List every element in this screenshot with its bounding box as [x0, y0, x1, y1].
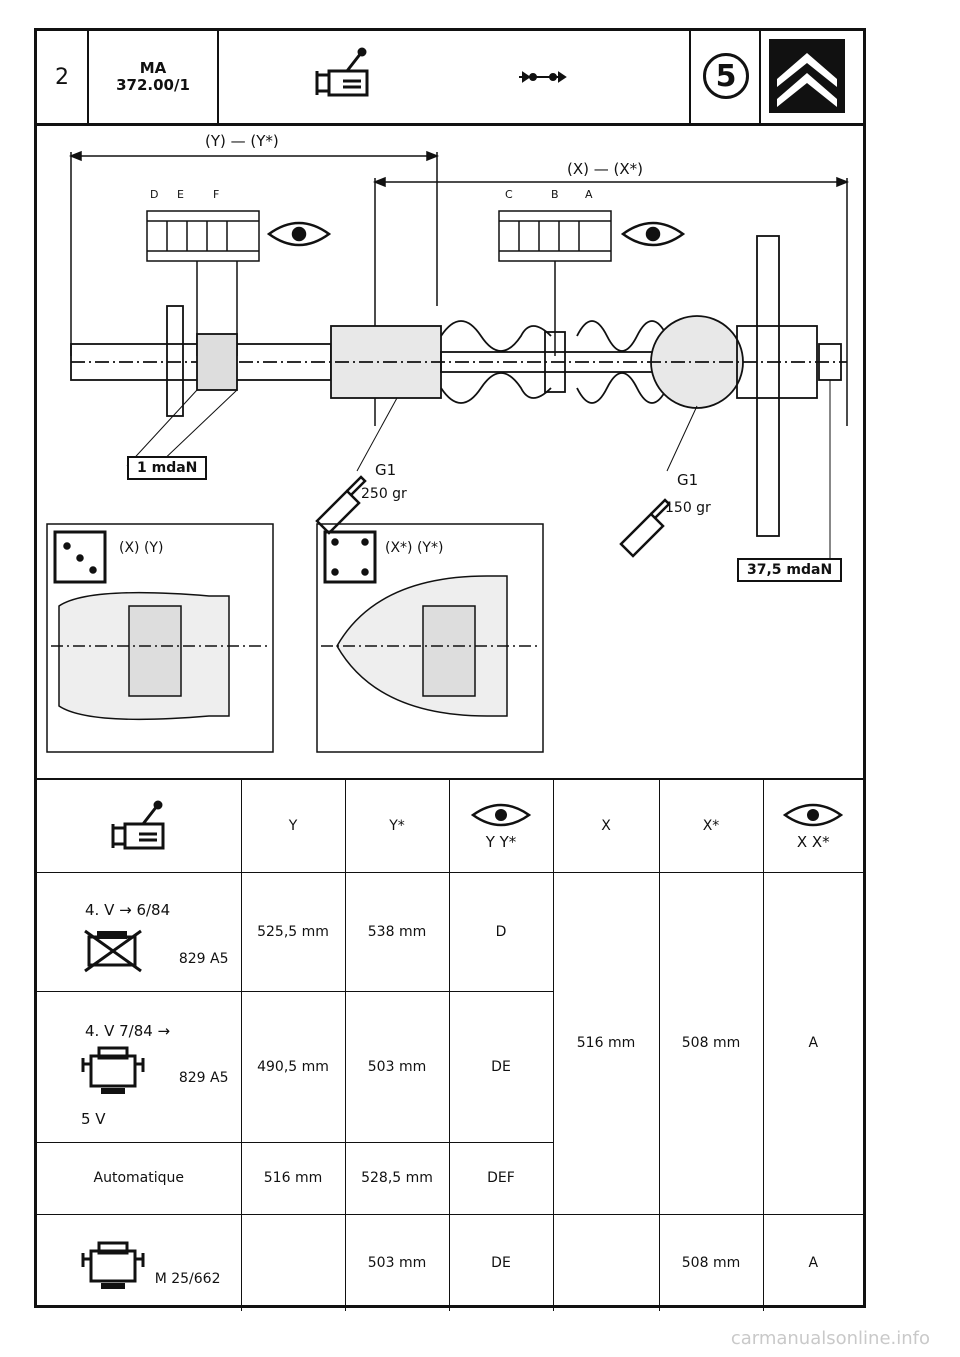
grease-qty-right: 150 gr — [665, 500, 711, 516]
grease-type-right: G1 — [677, 471, 699, 489]
table-row: Automatique 516 mm 528,5 mm DEF — [37, 1141, 863, 1215]
section-badge: 5 — [691, 31, 761, 123]
eye-icon-right — [620, 221, 686, 247]
gearbox-icon — [315, 47, 567, 97]
brand-logo-cell — [761, 31, 863, 123]
cell-y-star: 538 mm — [344, 871, 450, 992]
cell-y-eye: DE — [448, 1213, 554, 1311]
citroen-logo-icon — [769, 39, 845, 113]
cell-y-eye: DEF — [448, 1141, 553, 1215]
cell-y: 490,5 mm — [240, 990, 346, 1143]
driveshaft-drawing — [46, 150, 850, 753]
eye-icon — [470, 803, 532, 826]
engine-icon — [81, 1241, 145, 1289]
cell-y-star: 503 mm — [344, 1213, 450, 1311]
header-y-star: Y* — [344, 780, 450, 873]
letter-c: C — [505, 188, 513, 201]
engine-icon — [81, 1046, 145, 1094]
row-label-automatique: Automatique — [37, 1141, 242, 1215]
letter-b: B — [551, 188, 559, 201]
page-number: 2 — [37, 31, 89, 123]
detail-box-right — [316, 523, 544, 753]
header-x: X — [552, 780, 660, 873]
driveshaft-icon — [519, 71, 567, 83]
cell-x-eye: A — [762, 1213, 863, 1311]
detail-box-left — [46, 523, 274, 753]
cell-x-merged: 516 mm — [552, 871, 660, 1215]
topic-icons — [219, 31, 691, 123]
driveshaft-diagram: (Y) — (Y*) (X) — (X*) D E F C B A 1 mdaN… — [37, 126, 863, 780]
document-code: MA 372.00/1 — [89, 31, 219, 123]
detail-left-label: (X) (Y) — [119, 540, 164, 556]
watermark-text: carmanualsonline.info — [730, 1328, 930, 1349]
cell-y-eye: DE — [448, 990, 553, 1143]
header-y-eye: Y Y* — [448, 780, 554, 873]
torque-label-left: 1 mdaN — [127, 456, 208, 480]
header-x-star: X* — [658, 780, 764, 873]
row-label-m25: M 25/662 — [37, 1213, 242, 1311]
engine-crossed-icon — [84, 929, 142, 972]
gearbox-header-cell — [37, 780, 242, 873]
manual-page: 2 MA 372.00/1 5 — [34, 28, 866, 1311]
cell-x — [552, 1213, 660, 1311]
grease-type-left: G1 — [375, 461, 397, 479]
dimension-y-label: (Y) — (Y*) — [205, 132, 279, 150]
letter-d: D — [150, 188, 159, 201]
grease-tube-icon-left — [315, 475, 367, 535]
cell-x-eye-merged: A — [762, 871, 863, 1215]
letter-e: E — [177, 188, 184, 201]
gauge-right — [498, 210, 612, 356]
cell-x-star-merged: 508 mm — [658, 871, 764, 1215]
row-label-4v-early: 4. V → 6/84 829 A5 — [37, 871, 242, 992]
header-y: Y — [240, 780, 346, 873]
grease-qty-left: 250 gr — [361, 486, 407, 502]
table-header-row: Y Y* Y Y* X X* X X* — [37, 780, 863, 873]
cell-y: 516 mm — [240, 1141, 346, 1215]
cell-y-star: 503 mm — [344, 990, 450, 1143]
torque-label-right: 37,5 mdaN — [737, 558, 843, 582]
table-row: 4. V 7/84 → 829 A5 5 V 490,5 mm 503 mm D… — [37, 990, 863, 1143]
cell-y-eye: D — [448, 871, 554, 992]
letter-a: A — [585, 188, 593, 201]
table-row: M 25/662 503 mm DE 508 mm A — [37, 1213, 863, 1311]
dimension-x-label: (X) — (X*) — [567, 160, 643, 178]
eye-icon-left — [266, 221, 332, 247]
length-spec-table: Y Y* Y Y* X X* X X* — [37, 780, 863, 1311]
page-header: 2 MA 372.00/1 5 — [37, 31, 863, 126]
section-number-circle: 5 — [703, 53, 749, 99]
table-row: 4. V → 6/84 829 A5 525,5 mm 538 mm D 516… — [37, 871, 863, 1215]
driveshaft-shaft — [70, 235, 847, 537]
cell-y: 525,5 mm — [240, 871, 346, 992]
cell-y — [240, 1213, 346, 1311]
grease-tube-icon-right — [619, 498, 671, 558]
gearbox-icon — [111, 800, 165, 850]
row-label-4v-late: 4. V 7/84 → 829 A5 5 V — [37, 990, 242, 1143]
eye-icon — [783, 803, 844, 826]
header-x-eye: X X* — [762, 780, 863, 873]
cell-y-star: 528,5 mm — [344, 1141, 450, 1215]
cell-x-star: 508 mm — [658, 1213, 764, 1311]
detail-right-label: (X*) (Y*) — [385, 540, 444, 556]
specification-table: Y Y* Y Y* X X* X X* — [37, 780, 863, 1311]
letter-f: F — [213, 188, 220, 201]
